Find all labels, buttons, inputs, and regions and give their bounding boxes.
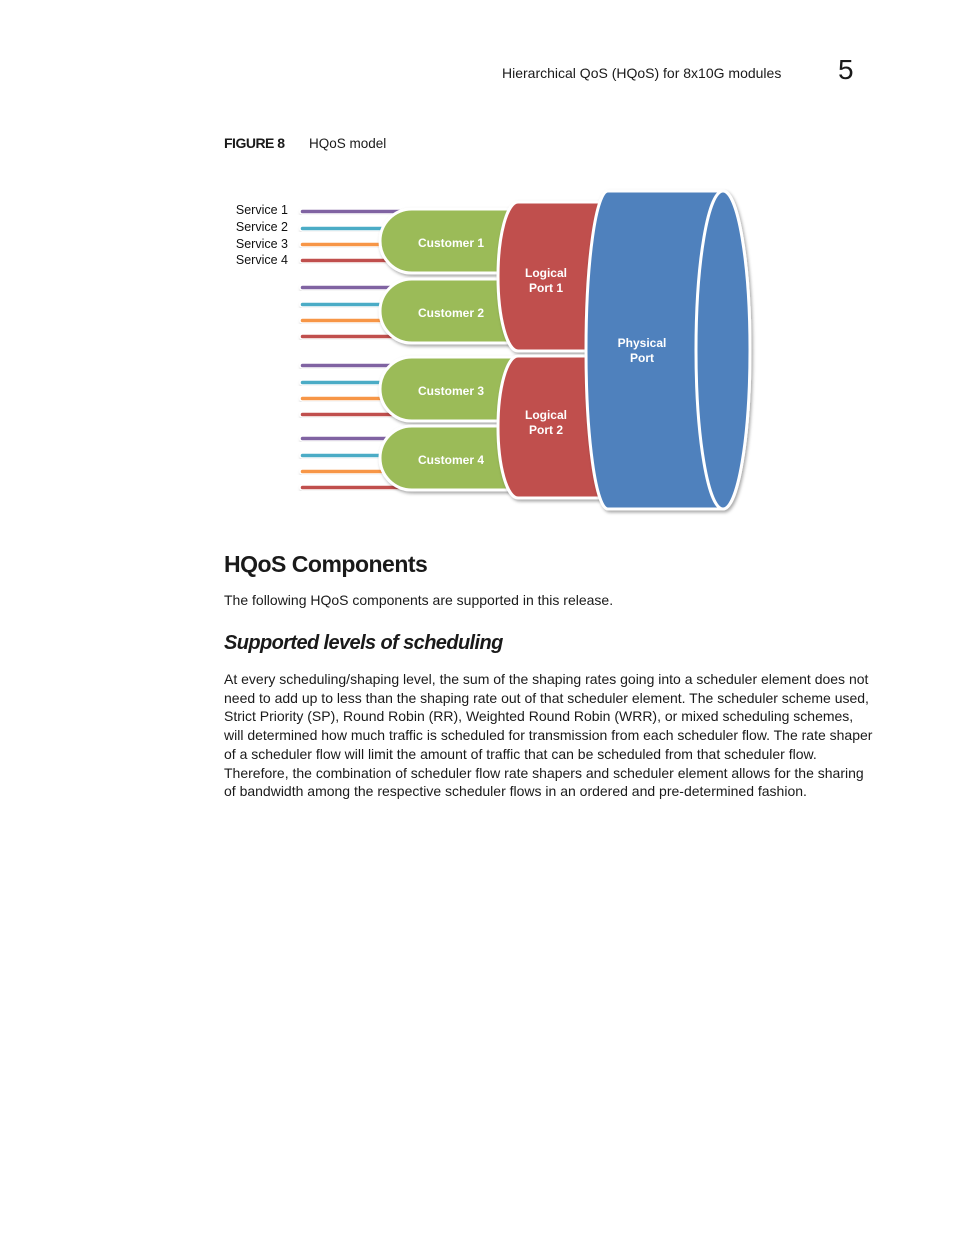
figure-label: FIGURE 8 xyxy=(224,135,285,151)
customer-2 xyxy=(378,277,520,345)
logical-port-2-line2: Port 2 xyxy=(529,423,563,437)
logical-port-1-line2: Port 1 xyxy=(529,281,563,295)
body-paragraph: At every scheduling/shaping level, the s… xyxy=(224,671,873,800)
section-title: HQoS Components xyxy=(224,551,428,577)
running-title: Hierarchical QoS (HQoS) for 8x10G module… xyxy=(502,65,782,81)
service-label-1: Service 1 xyxy=(236,203,288,217)
chapter-number: 5 xyxy=(838,54,854,85)
logical-port-1 xyxy=(496,200,605,353)
physical-port-line2: Port xyxy=(630,351,654,365)
physical-port-end-cap xyxy=(694,189,752,511)
customer-3 xyxy=(378,355,520,423)
customer-4 xyxy=(378,424,520,492)
logical-port-2 xyxy=(496,354,605,500)
service-label-4: Service 4 xyxy=(236,253,288,267)
service-label-2: Service 2 xyxy=(236,220,288,234)
subsection-title: Supported levels of scheduling xyxy=(224,632,503,654)
logical-port-1-line1: Logical xyxy=(525,266,567,280)
customer-1 xyxy=(378,207,520,275)
figure-caption: HQoS model xyxy=(309,136,387,151)
section-intro: The following HQoS components are suppor… xyxy=(224,592,614,608)
customer-label-3: Customer 3 xyxy=(418,384,484,398)
physical-port-line1: Physical xyxy=(618,336,667,350)
customer-label-4: Customer 4 xyxy=(418,453,484,467)
customer-label-2: Customer 2 xyxy=(418,306,484,320)
customer-label-1: Customer 1 xyxy=(418,236,484,250)
hqos-diagram: Service 1 Service 2 Service 3 Service 4 xyxy=(228,185,758,525)
physical-port xyxy=(584,189,752,511)
service-label-3: Service 3 xyxy=(236,237,288,251)
service-streams-customer-4 xyxy=(299,435,421,491)
logical-port-2-line1: Logical xyxy=(525,408,567,422)
